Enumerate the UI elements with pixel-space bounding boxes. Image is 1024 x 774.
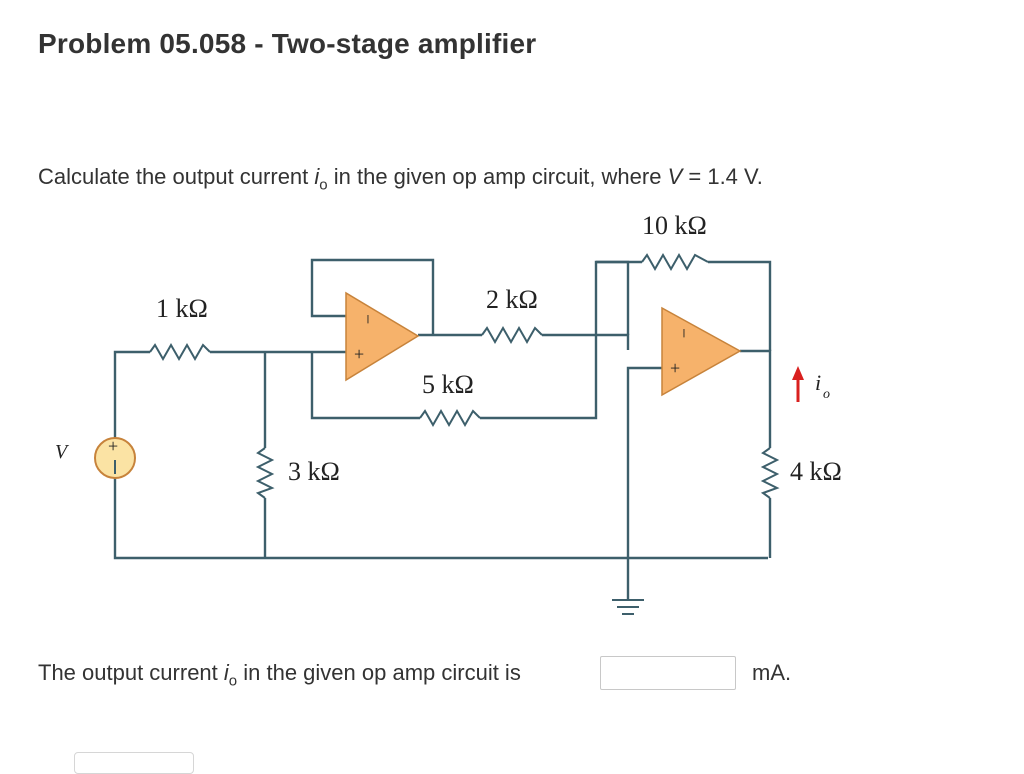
answer-input[interactable] <box>600 656 736 690</box>
partial-button[interactable] <box>74 752 194 774</box>
label-2k: 2 kΩ <box>486 285 538 314</box>
output-current-arrow: i o <box>792 366 830 402</box>
opamp1-minus-sign: − <box>358 314 378 324</box>
resistor-3k <box>255 447 275 499</box>
answer-suffix: in the given op amp circuit is <box>237 660 521 685</box>
source-label: V <box>55 441 70 463</box>
opamp1-plus-sign: + <box>354 344 364 364</box>
voltage-source: + V <box>55 436 136 479</box>
label-4k: 4 kΩ <box>790 457 842 486</box>
answer-var-sub: o <box>228 672 238 690</box>
problem-title: Problem 05.058 - Two-stage amplifier <box>38 28 537 59</box>
opamp-1: − + <box>345 291 420 382</box>
circuit-diagram: − + − + + V i o 10 kΩ 1 k <box>55 211 842 615</box>
opamp2-plus-sign: + <box>670 358 680 378</box>
opamp2-minus-sign: − <box>674 328 694 338</box>
question-var-sub: o <box>319 176 328 194</box>
resistor-2k <box>481 325 543 345</box>
answer-prompt: The output current io in the given op am… <box>38 660 521 689</box>
answer-prefix: The output current <box>38 660 224 685</box>
question-text: Calculate the output current io in the g… <box>38 164 763 193</box>
question-var-v: V <box>667 164 683 189</box>
output-current-label: i <box>815 370 821 395</box>
resistor-1k <box>149 342 211 362</box>
question-prefix: Calculate the output current <box>38 164 315 189</box>
answer-unit: mA. <box>752 660 792 685</box>
output-current-subscript: o <box>823 387 830 402</box>
label-1k: 1 kΩ <box>156 294 208 323</box>
question-middle: in the given op amp circuit, where <box>327 164 668 189</box>
circuit-wires <box>113 258 772 600</box>
source-plus-sign: + <box>108 436 118 456</box>
label-10k: 10 kΩ <box>642 211 707 240</box>
question-var-i: i <box>314 164 320 189</box>
ground-symbol <box>612 599 644 615</box>
label-5k: 5 kΩ <box>422 370 474 399</box>
opamp-2: − + <box>661 306 742 397</box>
resistor-10k <box>641 252 709 272</box>
label-3k: 3 kΩ <box>288 457 340 486</box>
resistor-5k <box>419 408 481 428</box>
answer-var-i: i <box>223 660 229 685</box>
question-suffix: = 1.4 V. <box>682 164 763 189</box>
resistor-4k <box>760 447 780 499</box>
